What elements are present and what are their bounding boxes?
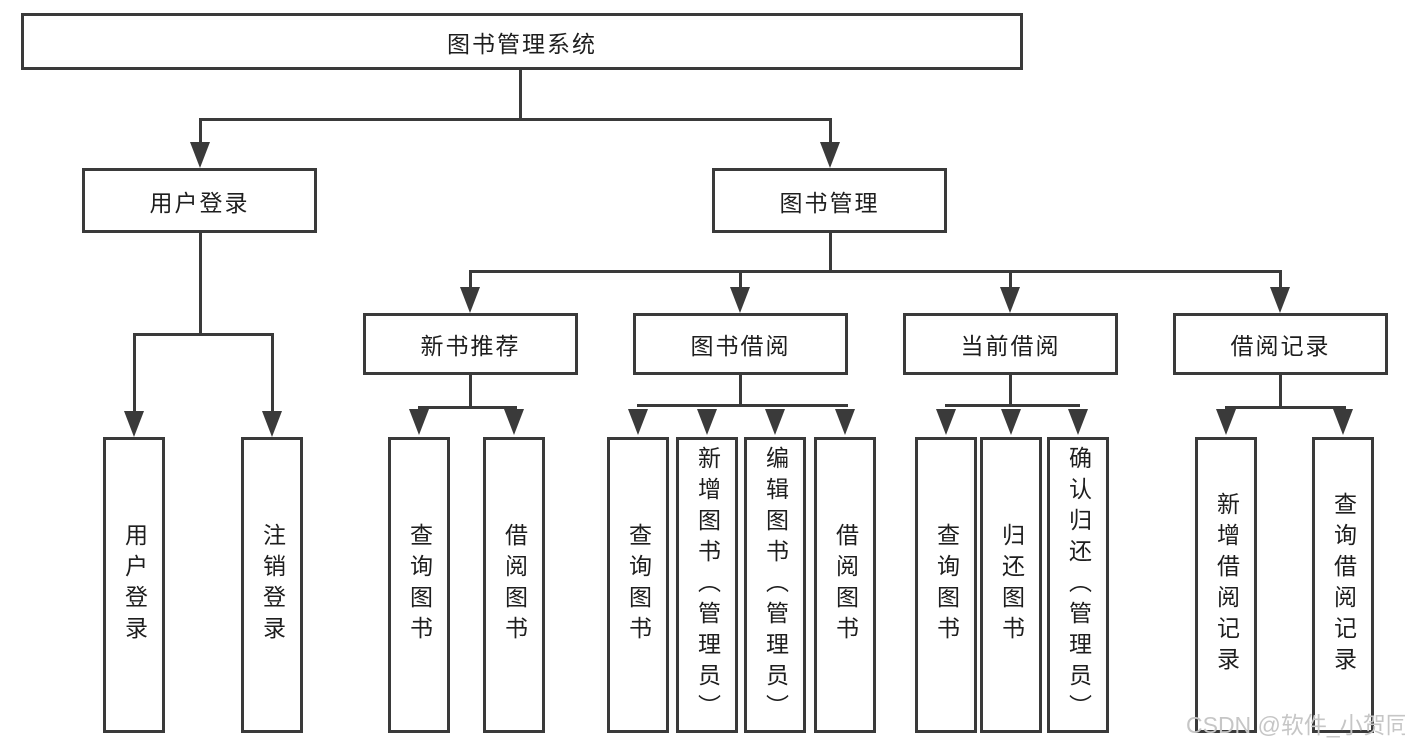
leaf-records-query-record: 查询借阅记录 [1312, 437, 1374, 733]
node-label: 新增图书（管理员） [694, 445, 721, 725]
connector-line [739, 270, 742, 288]
node-label: 确认归还（管理员） [1065, 445, 1092, 725]
arrowhead-down-icon [835, 409, 855, 435]
connector-line [469, 375, 472, 409]
leaf-recommend-query-book: 查询图书 [388, 437, 450, 733]
node-label: 新书推荐 [420, 333, 521, 359]
node-label: 新增借阅记录 [1213, 492, 1240, 678]
connector-line [469, 270, 472, 288]
arrowhead-down-icon [820, 142, 840, 168]
arrowhead-down-icon [1000, 287, 1020, 313]
node-label: 编辑图书（管理员） [762, 445, 789, 725]
leaf-current-query-book: 查询图书 [915, 437, 977, 733]
node-label: 查询图书 [933, 523, 960, 647]
connector-line [199, 118, 832, 121]
connector-line [1279, 270, 1282, 288]
leaf-borrowing-query-book: 查询图书 [607, 437, 669, 733]
arrowhead-down-icon [1270, 287, 1290, 313]
arrowhead-down-icon [730, 287, 750, 313]
node-label: 查询图书 [625, 523, 652, 647]
arrowhead-down-icon [262, 411, 282, 437]
node-new-book-recommend: 新书推荐 [363, 313, 578, 375]
connector-line [637, 404, 848, 407]
connector-line [945, 404, 1080, 407]
leaf-borrowing-edit-book-admin: 编辑图书（管理员） [744, 437, 806, 733]
csdn-watermark: CSDN @软件_小贺同学 [1186, 712, 1405, 738]
leaf-user-login: 用户登录 [103, 437, 165, 733]
node-label: 图书借阅 [690, 333, 791, 359]
node-label: 借阅记录 [1230, 333, 1331, 359]
arrowhead-down-icon [1333, 409, 1353, 435]
arrowhead-down-icon [190, 142, 210, 168]
node-library-management-system: 图书管理系统 [21, 13, 1023, 70]
arrowhead-down-icon [1068, 409, 1088, 435]
leaf-recommend-borrow-book: 借阅图书 [483, 437, 545, 733]
connector-line [1009, 270, 1012, 288]
connector-line [829, 233, 832, 273]
node-current-borrowing: 当前借阅 [903, 313, 1118, 375]
arrowhead-down-icon [697, 409, 717, 435]
leaf-current-confirm-return-admin: 确认归还（管理员） [1047, 437, 1109, 733]
connector-line [469, 270, 1282, 273]
node-label: 图书管理系统 [447, 30, 597, 57]
connector-line [199, 233, 202, 336]
node-label: 借阅图书 [832, 523, 859, 647]
node-label: 查询图书 [406, 523, 433, 647]
leaf-logout-login: 注销登录 [241, 437, 303, 733]
connector-line [1279, 375, 1282, 409]
arrowhead-down-icon [1216, 409, 1236, 435]
arrowhead-down-icon [124, 411, 144, 437]
node-book-borrowing: 图书借阅 [633, 313, 848, 375]
arrowhead-down-icon [409, 409, 429, 435]
node-label: 注销登录 [259, 523, 286, 647]
node-label: 归还图书 [998, 523, 1025, 647]
node-borrowing-records: 借阅记录 [1173, 313, 1388, 375]
leaf-records-add-record: 新增借阅记录 [1195, 437, 1257, 733]
connector-line [739, 375, 742, 407]
connector-line [829, 118, 832, 144]
arrowhead-down-icon [504, 409, 524, 435]
arrowhead-down-icon [936, 409, 956, 435]
leaf-borrowing-borrow-book: 借阅图书 [814, 437, 876, 733]
arrowhead-down-icon [460, 287, 480, 313]
node-label: 用户登录 [149, 189, 250, 216]
node-label: 图书管理 [779, 189, 880, 216]
connector-line [1009, 375, 1012, 407]
connector-line [418, 406, 517, 409]
arrowhead-down-icon [765, 409, 785, 435]
node-label: 借阅图书 [501, 523, 528, 647]
connector-line [133, 333, 274, 336]
connector-line [1225, 406, 1346, 409]
connector-line [133, 333, 136, 413]
arrowhead-down-icon [1001, 409, 1021, 435]
connector-line [271, 333, 274, 413]
node-label: 查询借阅记录 [1330, 492, 1357, 678]
arrowhead-down-icon [628, 409, 648, 435]
node-book-management: 图书管理 [712, 168, 947, 233]
connector-line [199, 118, 202, 144]
node-user-login: 用户登录 [82, 168, 317, 233]
node-label: 当前借阅 [960, 333, 1061, 359]
leaf-borrowing-add-book-admin: 新增图书（管理员） [676, 437, 738, 733]
leaf-current-return-book: 归还图书 [980, 437, 1042, 733]
connector-line [519, 69, 522, 121]
node-label: 用户登录 [121, 523, 148, 647]
